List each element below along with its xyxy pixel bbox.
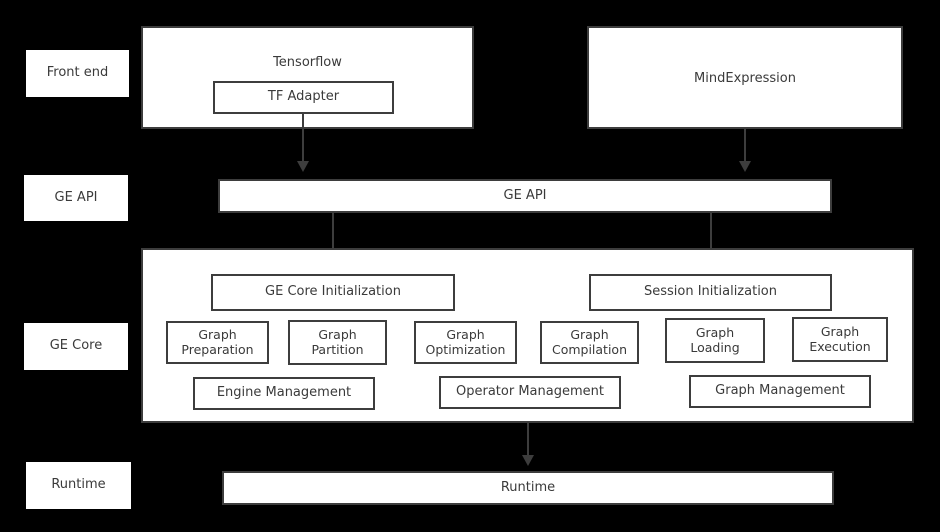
tf-adapter-box[interactable]: TF Adapter [213,81,394,114]
module-graph-partition[interactable]: Graph Partition [288,320,387,365]
session-initialization-box[interactable]: Session Initialization [589,274,832,311]
tier-label-ge-core: GE Core [24,323,128,370]
connector-line-mindexpression-to-ge-api [744,129,746,166]
ge-core-initialization-box[interactable]: GE Core Initialization [211,274,455,311]
module-graph-compilation[interactable]: Graph Compilation [540,321,639,364]
tensorflow-label: Tensorflow [273,55,342,70]
connector-arrow-tf-adapter-to-ge-api [297,161,309,172]
runtime-bar[interactable]: Runtime [222,471,834,505]
connector-line-ge-api-to-session-init [710,213,712,261]
tier-label-runtime: Runtime [26,462,131,509]
connector-line-ge-core-to-runtime [527,423,529,461]
module-graph-optimization[interactable]: Graph Optimization [414,321,517,364]
management-operator[interactable]: Operator Management [439,376,621,409]
module-graph-execution[interactable]: Graph Execution [792,317,888,362]
module-graph-preparation[interactable]: Graph Preparation [166,321,269,364]
module-graph-loading[interactable]: Graph Loading [665,318,765,363]
connector-arrow-ge-core-to-runtime [522,455,534,466]
tier-label-front-end: Front end [26,50,129,97]
connector-line-ge-api-to-ge-core-init [332,213,334,261]
connector-arrow-mindexpression-to-ge-api [739,161,751,172]
ge-api-bar[interactable]: GE API [218,179,832,213]
management-graph[interactable]: Graph Management [689,375,871,408]
connector-line-tf-adapter-to-ge-api [302,113,304,166]
frontend-mindexpression-container [587,26,903,129]
management-engine[interactable]: Engine Management [193,377,375,410]
mindexpression-label: MindExpression [694,71,796,86]
tier-label-ge-api: GE API [24,175,128,221]
